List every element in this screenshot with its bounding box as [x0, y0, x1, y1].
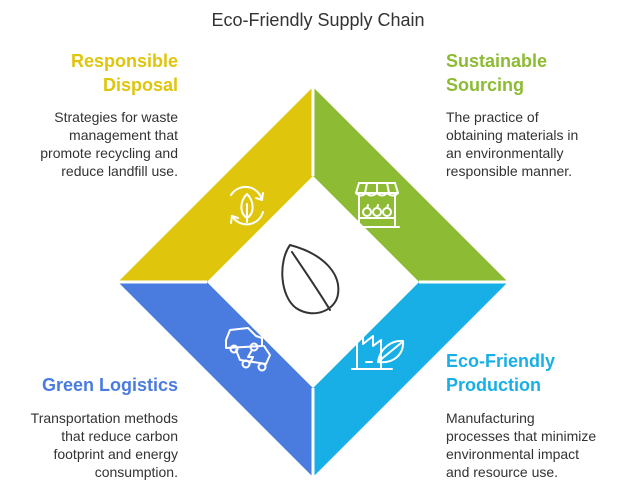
sourcing-description-line: obtaining materials in [446, 127, 579, 143]
logistics-description: Transportation methods that reduce carbo… [0, 409, 178, 481]
logistics-description-line: Transportation methods [30, 410, 178, 426]
sourcing-heading-line: Sourcing [446, 75, 525, 95]
production-heading-line: Production [446, 375, 541, 395]
disposal-heading-line: Responsible [70, 51, 178, 71]
sourcing-description-line: responsible manner. [446, 163, 573, 179]
recycle-leaf-icon [230, 185, 264, 226]
production-heading-line: Eco-Friendly [446, 351, 556, 371]
green-factory-icon [351, 327, 405, 370]
sourcing-description: The practice of obtaining materials in a… [446, 108, 631, 180]
logistics-description-line: that reduce carbon [61, 428, 178, 444]
logistics-description-line: footprint and energy [53, 446, 178, 462]
production-description-line: environmental impact [446, 446, 580, 462]
electric-car-icon [225, 327, 271, 372]
sourcing-description-line: an environmentally [446, 145, 564, 161]
disposal-description-line: reduce landfill use. [61, 163, 178, 179]
disposal-heading: Responsible Disposal [8, 49, 178, 97]
logistics-description-line: consumption. [94, 464, 178, 480]
disposal-description-line: promote recycling and [40, 145, 178, 161]
sourcing-quadrant [313, 87, 508, 282]
production-description: Manufacturing processes that minimize en… [446, 409, 631, 481]
logistics-quadrant [118, 282, 313, 477]
market-stall-icon [354, 182, 400, 228]
sourcing-heading-line: Sustainable [446, 51, 548, 71]
disposal-quadrant [118, 87, 313, 282]
disposal-description: Strategies for waste management that pro… [0, 108, 178, 180]
logistics-heading-line: Green Logistics [41, 375, 178, 395]
leaf-icon [281, 244, 340, 315]
sourcing-description-line: The practice of [446, 109, 539, 125]
production-quadrant [313, 282, 508, 477]
diagram-title: Eco-Friendly Supply Chain [211, 10, 425, 30]
disposal-heading-line: Disposal [102, 75, 178, 95]
disposal-description-line: Strategies for waste [54, 109, 178, 125]
production-heading: Eco-Friendly Production [446, 349, 616, 397]
production-description-line: and resource use. [446, 464, 559, 480]
disposal-description-line: management that [69, 127, 178, 143]
production-description-line: processes that minimize [446, 428, 597, 444]
logistics-heading: Green Logistics [0, 373, 178, 397]
production-description-line: Manufacturing [446, 410, 535, 426]
sourcing-heading: Sustainable Sourcing [446, 49, 616, 97]
